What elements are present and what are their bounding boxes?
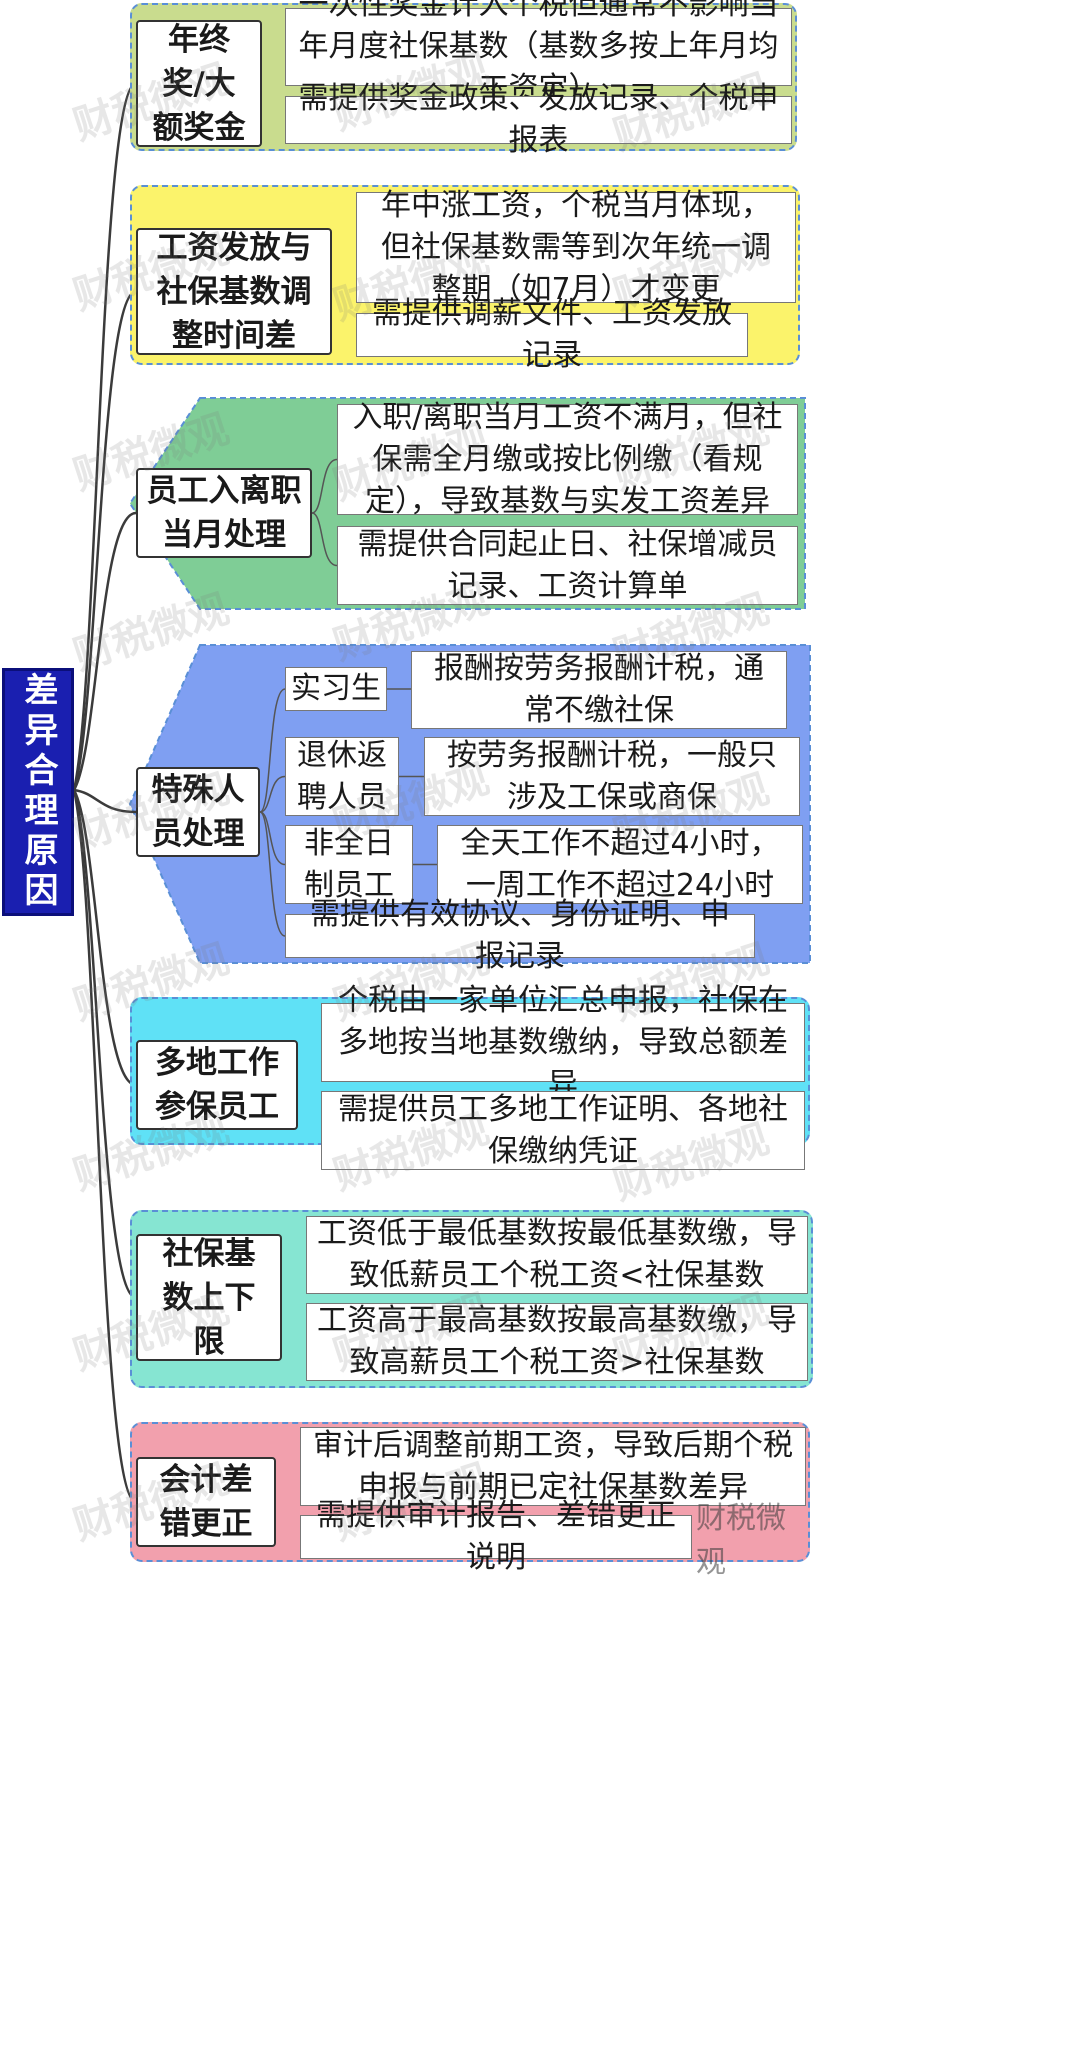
leaf-text: 需提供奖金政策、发放记录、个税申报表 [298,81,779,158]
sub-detail-text: 全天工作不超过4小时，一周工作不超过24小时 [460,825,780,903]
connector [259,688,286,813]
sub-detail: 全天工作不超过4小时，一周工作不超过24小时 [437,825,803,904]
connector [72,511,137,791]
branch-label: 年终 奖/大 额奖金 [152,21,246,146]
leaf-node: 需提供奖金政策、发放记录、个税申报表 [285,81,792,158]
leaf-text: 一次性奖金计入个税但通常不影响当年月度社保基数（基数多按上年月均工资定） [298,0,779,106]
sub-label: 实习生 [291,671,381,706]
leaf-node: 需提供调薪文件、工资发放记录 [356,296,748,373]
leaf-node: 工资高于最高基数按最高基数缴，导致高薪员工个税工资>社保基数 [306,1303,808,1381]
leaf-node: 需提供审计报告、差错更正说明 [300,1498,692,1575]
connector [72,789,137,1087]
sub-label: 非全日 制员工 [304,825,394,903]
connector [311,458,338,514]
leaf-node: 一次性奖金计入个税但通常不影响当年月度社保基数（基数多按上年月均工资定） [285,0,792,106]
sub-detail-text: 报酬按劳务报酬计税，通常不缴社保 [434,651,764,728]
connector [259,811,286,866]
leaf-node: 需提供员工多地工作证明、各地社保缴纳凭证 [321,1091,805,1170]
branch-node-3: 员工入离职 当月处理 [136,468,312,558]
sub-detail: 报酬按劳务报酬计税，通常不缴社保 [411,651,787,729]
leaf-text: 工资低于最低基数按最低基数缴，导致低薪员工个税工资<社保基数 [317,1216,797,1293]
leaf-node: 需提供合同起止日、社保增减员记录、工资计算单 [337,526,798,605]
branch-node-5: 多地工作 参保员工 [136,1040,298,1130]
leaf-node: 个税由一家单位汇总申报，社保在多地按当地基数缴纳，导致总额差异 [321,983,805,1102]
sub-node: 退休返 聘人员 [285,737,399,816]
branch-label: 特殊人 员处理 [151,772,245,852]
connector [72,789,137,1504]
branch-label: 多地工作 参保员工 [155,1045,279,1125]
connector [72,290,137,791]
leaf-text: 需提供合同起止日、社保增减员记录、工资计算单 [357,526,778,604]
branch-node-1: 年终 奖/大 额奖金 [136,20,262,147]
leaf-text: 年中涨工资，个税当月体现，但社保基数需等到次年统一调整期（如7月）才变更 [381,187,771,307]
branch-node-4: 特殊人 员处理 [136,767,260,857]
connector [73,788,137,814]
leaf-text: 需提供审计报告、差错更正说明 [316,1498,676,1575]
branch-label: 会计差 错更正 [159,1462,253,1542]
leaf-node: 年中涨工资，个税当月体现，但社保基数需等到次年统一调整期（如7月）才变更 [356,188,796,307]
branch-label: 社保基 数上下 限 [162,1235,256,1360]
sub-label: 退休返 聘人员 [297,737,387,815]
leaf-text: 入职/离职当月工资不满月，但社保需全月缴或按比例缴（看规定），导致基数与实发工资… [352,399,783,519]
connector [72,789,137,1299]
leaf-node: 需提供有效协议、身份证明、申报记录 [285,897,755,974]
leaf-text: 工资高于最高基数按最高基数缴，导致高薪员工个税工资>社保基数 [317,1303,797,1380]
leaf-text: 需提供有效协议、身份证明、申报记录 [310,897,730,974]
leaf-text: 审计后调整前期工资，导致后期个税申报与前期已定社保基数差异 [313,1427,793,1505]
branch-node-7: 会计差 错更正 [136,1457,276,1547]
branch-node-2: 工资发放与 社保基数调 整时间差 [136,228,332,355]
leaf-node: 审计后调整前期工资，导致后期个税申报与前期已定社保基数差异 [300,1427,806,1506]
root-label: 差异合理原因 [18,672,58,912]
sub-node: 非全日 制员工 [285,825,413,904]
root-node: 差异合理原因 [2,668,74,916]
branch-node-6: 社保基 数上下 限 [136,1234,282,1361]
sub-node: 实习生 [285,667,387,711]
sub-detail-text: 按劳务报酬计税，一般只涉及工保或商保 [447,737,777,815]
connector [311,512,338,567]
connector [259,775,286,813]
leaf-text: 需提供调薪文件、工资发放记录 [372,296,732,373]
leaf-node: 工资低于最低基数按最低基数缴，导致低薪员工个税工资<社保基数 [306,1216,808,1294]
corner-watermark: 财税微观 [696,1501,786,1580]
connector [259,811,286,937]
leaf-text: 需提供员工多地工作证明、各地社保缴纳凭证 [338,1091,788,1169]
leaf-text: 个税由一家单位汇总申报，社保在多地按当地基数缴纳，导致总额差异 [338,982,788,1102]
sub-detail: 按劳务报酬计税，一般只涉及工保或商保 [424,737,800,816]
branch-label: 员工入离职 当月处理 [146,473,302,553]
leaf-node: 入职/离职当月工资不满月，但社保需全月缴或按比例缴（看规定），导致基数与实发工资… [337,400,798,519]
connector [72,82,137,791]
branch-label: 工资发放与 社保基数调 整时间差 [156,229,312,354]
